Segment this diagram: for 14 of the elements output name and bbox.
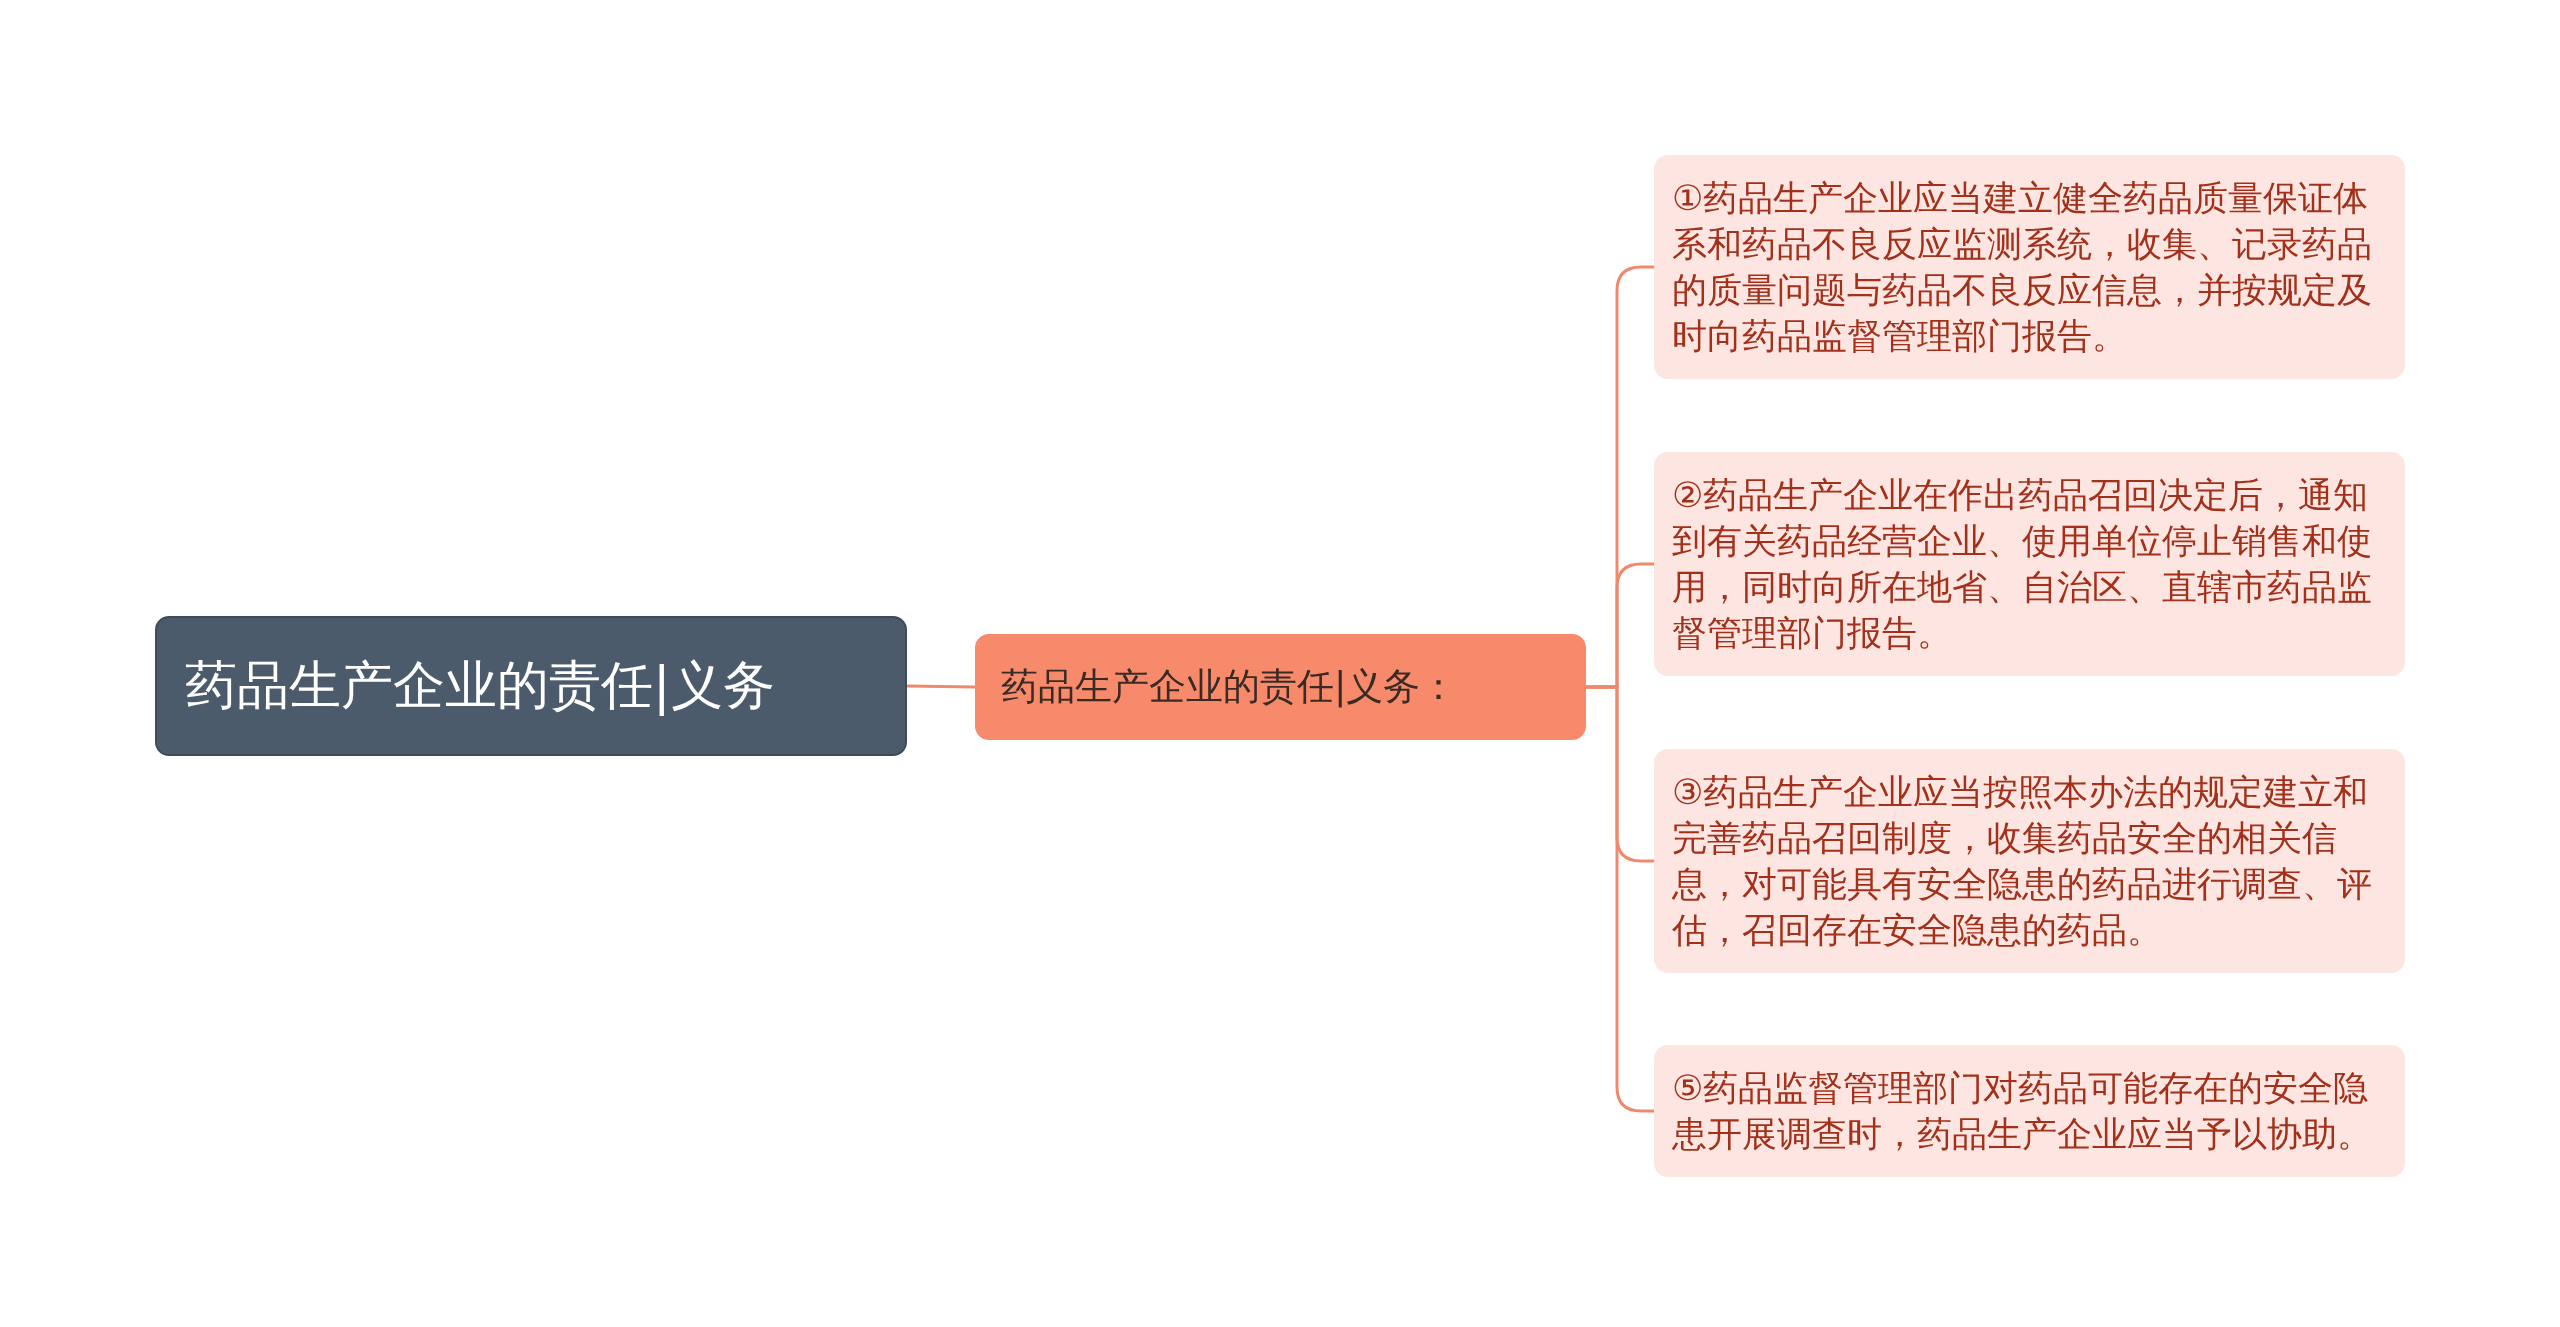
- node-text: ①药品生产企业应当建立健全药品质量保证体系和药品不良反应监测系统，收集、记录药品的质量问题与药品不良反应信息，并按规定及时向药品监督管理部门报告。: [1672, 177, 2373, 358]
- node-text: ⑤药品监督管理部门对药品可能存在的安全隐患开展调查时，药品生产企业应当予以协助。: [1672, 1067, 2373, 1156]
- node-text: 药品生产企业的责任|义务：: [1001, 664, 1458, 710]
- subtopic-box: [975, 634, 1586, 740]
- note-box: [1654, 155, 2405, 379]
- connector-line: [1586, 685, 1654, 1113]
- note-box: [1654, 452, 2405, 676]
- connector-line: [906, 684, 976, 689]
- note-box: [1654, 1045, 2405, 1177]
- node-text: ②药品生产企业在作出药品召回决定后，通知到有关药品经营企业、使用单位停止销售和使用，同时向所在地省、自治区、直辖市药品监督管理部门报告。: [1672, 474, 2373, 655]
- topic-box: [155, 616, 907, 756]
- node-text: ③药品生产企业应当按照本办法的规定建立和完善药品召回制度，收集药品安全的相关信息，对可能具有安全隐患的药品进行调查、评估，召回存在安全隐患的药品。: [1672, 771, 2373, 952]
- node-text: 药品生产企业的责任|义务: [185, 654, 775, 718]
- note-box: [1654, 749, 2405, 973]
